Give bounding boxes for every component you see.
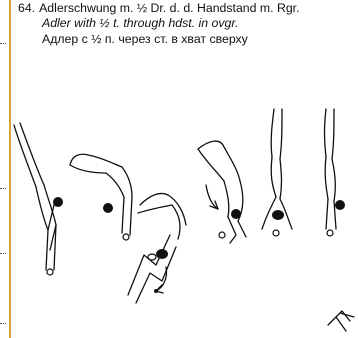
margin-mark	[0, 35, 6, 44]
element-caption: 64.Adlerschwung m. ½ Dr. d. d. Handstand…	[18, 1, 358, 47]
margin-mark	[0, 315, 6, 324]
figure-4	[198, 141, 246, 243]
title-english: Adler with ½ t. through hdst. in ovgr.	[18, 16, 358, 31]
figure-5	[262, 109, 292, 236]
title-russian: Адлер с ½ п. через ст. в хват сверху	[18, 32, 358, 47]
figure-3	[128, 193, 186, 303]
margin-mark	[0, 180, 6, 189]
figure-1	[14, 123, 63, 275]
figure-6	[325, 109, 346, 236]
corner-sketch-mark	[328, 311, 354, 331]
gymnast-sequence-illustration	[10, 105, 356, 337]
title-german: 64.Adlerschwung m. ½ Dr. d. d. Handstand…	[18, 1, 358, 16]
figure-2	[70, 154, 132, 240]
element-number: 64.	[18, 1, 35, 15]
margin-mark	[0, 245, 6, 254]
